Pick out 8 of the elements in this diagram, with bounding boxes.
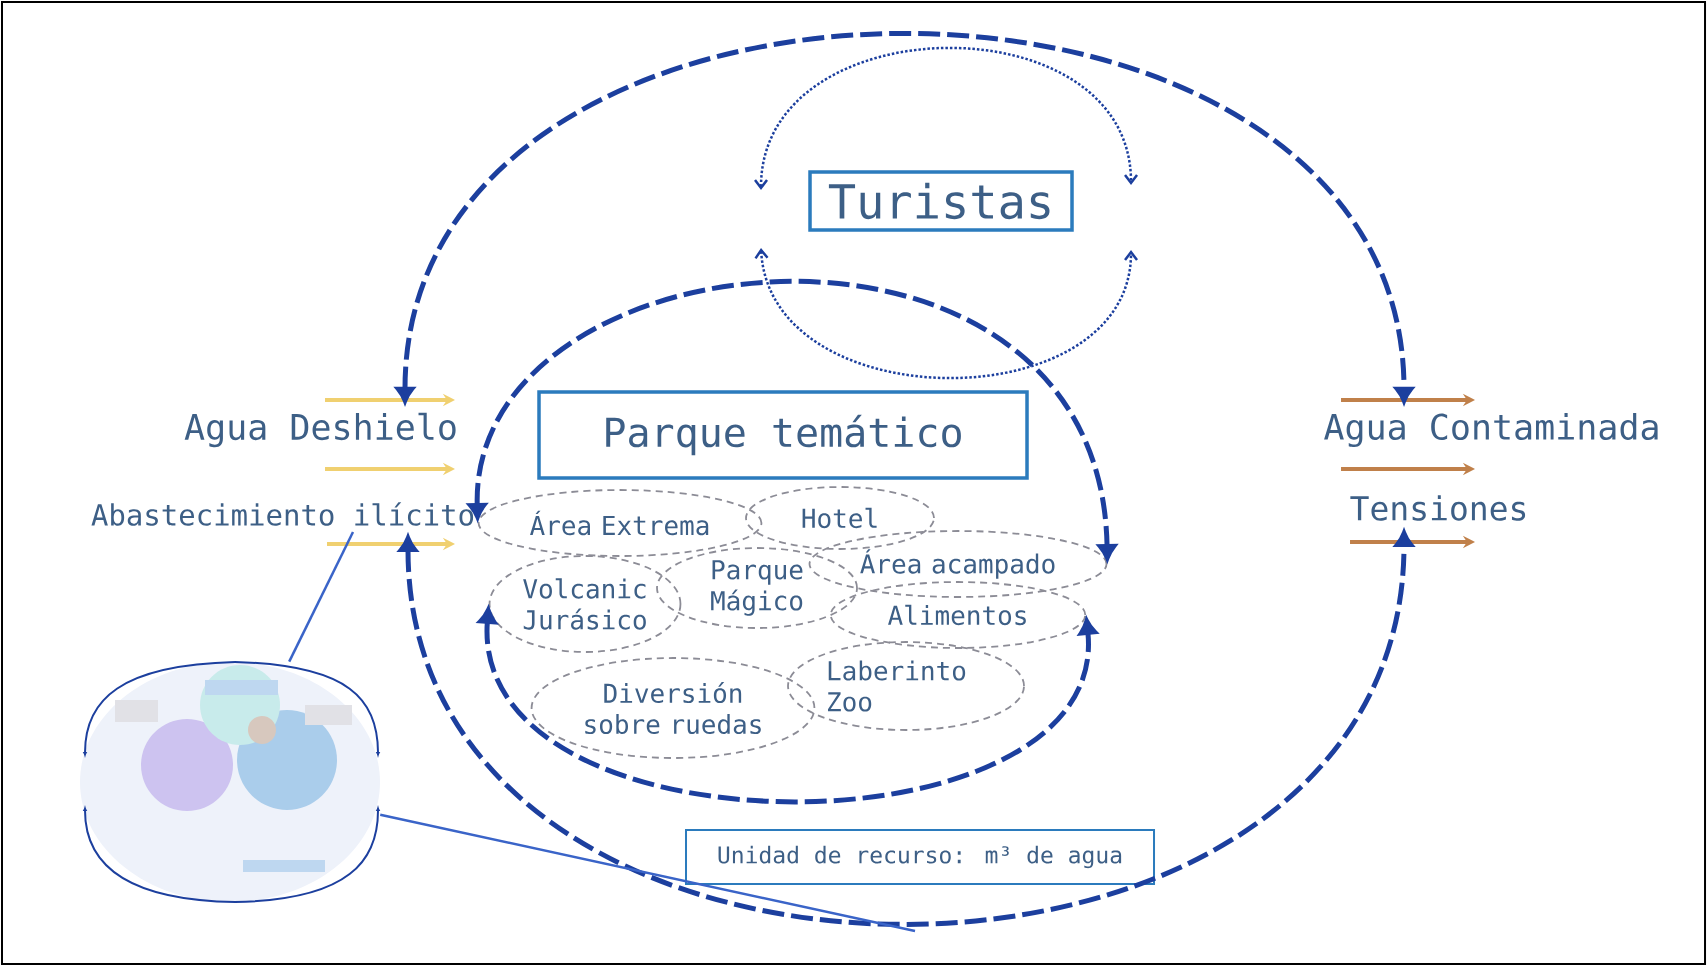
flow-label: Abastecimiento ilícito xyxy=(91,502,474,526)
label-box: Unidad de recurso: m³ de agua xyxy=(685,829,1155,885)
flow-label: Agua Deshielo xyxy=(184,412,456,448)
connector-arrow xyxy=(395,31,1414,404)
flow-label: Tensiones xyxy=(1350,495,1526,521)
flow-label: Agua Contaminada xyxy=(1324,412,1658,448)
label-box: Turistas xyxy=(808,170,1074,232)
thumbnail-drawing xyxy=(80,661,380,903)
